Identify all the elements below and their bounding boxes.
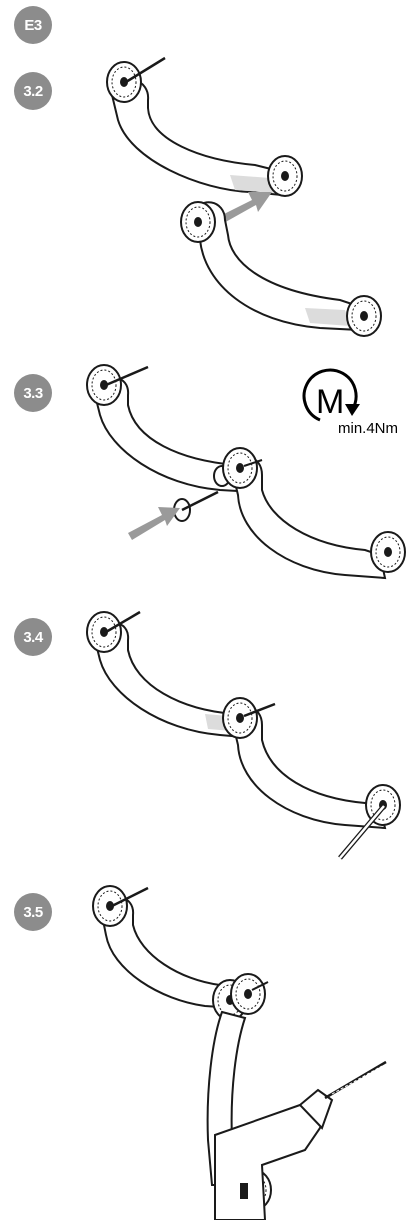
direction-arrow [218,192,272,224]
step-3-4-illustration [86,610,401,860]
step-badge-3-2: 3.2 [14,72,52,110]
step-badge-e3: E3 [14,6,52,44]
step-3-5-illustration [92,885,387,1220]
step-3-2-illustration [106,56,382,337]
step-badge-3-5: 3.5 [14,893,52,931]
grab-bar-lower [190,201,362,332]
drill-bit [324,1060,387,1100]
step-badge-3-3: 3.3 [14,374,52,412]
svg-text:min.4Nm: min.4Nm [338,420,398,437]
step-3-3-illustration [86,364,406,580]
grab-bar-lower [230,706,387,830]
grab-bar-upper [93,377,257,494]
torque-symbol: M min.4Nm [302,368,398,437]
direction-arrow [128,507,180,540]
grab-bar-upper [110,79,284,197]
svg-text:M: M [316,383,344,421]
rotation-arrow-icon [345,404,360,416]
step-badge-3-4: 3.4 [14,618,52,656]
